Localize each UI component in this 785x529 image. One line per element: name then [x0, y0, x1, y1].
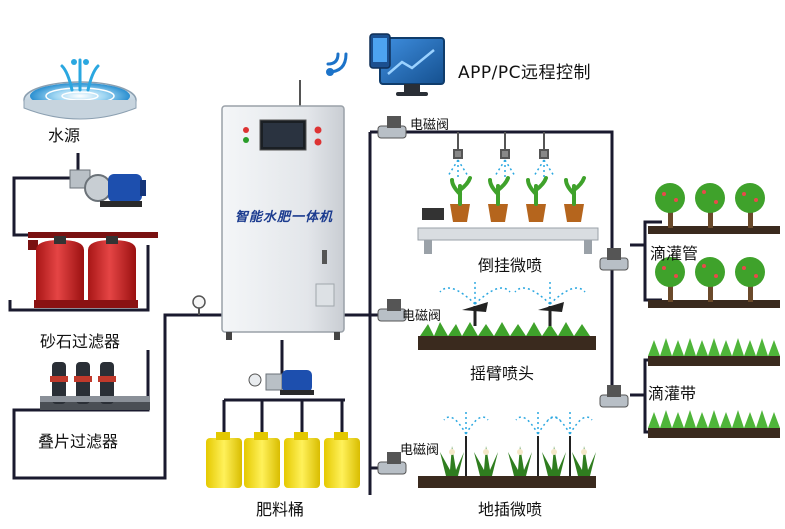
- fertilizer-bucket-label: 肥料桶: [256, 500, 305, 519]
- disc-filter: [40, 362, 150, 410]
- pressure-gauge: [192, 295, 206, 315]
- rocker-sprinkler-bed: [418, 280, 596, 350]
- control-cabinet: [221, 80, 345, 340]
- drip-pipe-orchard: [648, 183, 780, 308]
- phone-icon: [369, 33, 391, 69]
- sand-filter: [28, 232, 158, 308]
- cabinet-label: 智能水肥一体机: [234, 210, 333, 225]
- remote-control-title: APP/PC远程控制: [458, 63, 591, 83]
- water-source: [23, 58, 137, 120]
- fertilizer-pump: [248, 370, 314, 395]
- seedling-pots: [450, 176, 586, 222]
- valve-label-mid: 电磁阀: [402, 309, 442, 324]
- drip-tape-label: 滴灌带: [648, 384, 697, 403]
- spray-mist: [447, 159, 555, 178]
- valve-icon-top: [377, 116, 407, 139]
- disc-filter-label: 叠片过滤器: [38, 432, 119, 451]
- main-pump: [69, 169, 146, 207]
- rocker-sprinkler-label: 摇臂喷头: [470, 364, 535, 383]
- valve-label-top: 电磁阀: [410, 118, 450, 133]
- spray-nozzles: [453, 132, 549, 159]
- sand-filter-label: 砂石过滤器: [40, 332, 121, 351]
- water-source-label: 水源: [48, 126, 81, 145]
- valve-icon-right-bottom: [599, 385, 629, 408]
- hanging-micro-spray: [417, 132, 599, 254]
- fertilizer-buckets: [206, 432, 360, 488]
- wifi-icon: [326, 52, 348, 76]
- valve-icon-mid: [377, 299, 407, 322]
- ground-micro-spray-bed: [418, 410, 596, 488]
- hanging-micro-spray-label: 倒挂微喷: [478, 256, 543, 275]
- drip-tape-beds: [648, 338, 780, 438]
- valve-icon-right-top: [599, 248, 629, 271]
- drip-pipe-label: 滴灌管: [650, 244, 699, 263]
- valve-label-bottom: 电磁阀: [400, 443, 440, 458]
- ground-micro-spray-label: 地插微喷: [478, 500, 543, 519]
- valve-icon-bottom: [377, 452, 407, 475]
